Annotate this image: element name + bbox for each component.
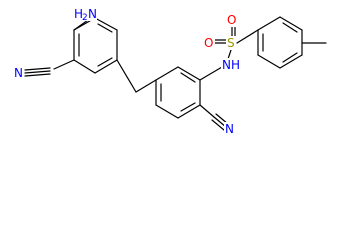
ring-a-bond bbox=[73, 59, 96, 74]
nitrile-left-triple bbox=[24, 70, 51, 74]
chemical-structure: H 2 N N N N H S O O bbox=[13, 6, 327, 136]
sulfonyl-s-label: S bbox=[227, 36, 235, 50]
sulfonamide-h-label: H bbox=[231, 58, 240, 72]
nitrile-group-left: N bbox=[13, 66, 24, 80]
ring-a-double bbox=[97, 57, 113, 67]
amine-bond bbox=[73, 19, 89, 31]
ring-c-bond bbox=[257, 16, 281, 31]
ring-b-bond bbox=[155, 66, 179, 81]
nitrile-left-n-label: N bbox=[14, 66, 23, 80]
ring-a-bond bbox=[94, 17, 118, 31]
ring-c-bond bbox=[257, 54, 281, 69]
nitrile-left-triple bbox=[24, 67, 51, 71]
ring-b-double bbox=[180, 102, 196, 112]
amine-subscript-label: 2 bbox=[82, 13, 88, 23]
ring-b-bond bbox=[155, 104, 179, 119]
nitrile-right-triple bbox=[211, 119, 225, 131]
amine-h-label: H bbox=[74, 7, 83, 21]
bond-lines bbox=[24, 16, 327, 131]
methylene-bond bbox=[116, 59, 137, 93]
ring-c-double bbox=[282, 22, 298, 33]
sulfonamide-nh: N H bbox=[221, 58, 242, 72]
nh-bond bbox=[199, 66, 223, 81]
ns-bond bbox=[227, 49, 232, 60]
ring-b-bond bbox=[177, 66, 201, 81]
ring-b-bond bbox=[177, 104, 201, 119]
ring-c-bond bbox=[279, 54, 303, 69]
methylene-bond bbox=[135, 79, 157, 93]
sulfonamide-n-label: N bbox=[222, 58, 231, 72]
nitrile-left-triple bbox=[24, 73, 51, 77]
ring-c-double bbox=[282, 52, 298, 63]
amine-group: H 2 N bbox=[73, 6, 97, 23]
ring-b-double bbox=[180, 72, 196, 83]
nitrile-right-n-label: N bbox=[225, 122, 234, 136]
sulfonyl-o1-label: O bbox=[204, 36, 213, 50]
amine-n-label: N bbox=[88, 7, 97, 21]
ring-a-bond bbox=[94, 59, 118, 74]
atom-labels: H 2 N N N N H S O O bbox=[13, 6, 242, 136]
sc-bond bbox=[236, 29, 259, 44]
sulfonyl-group: S O O bbox=[203, 13, 238, 50]
nitrile-left-bond bbox=[53, 59, 75, 70]
ring-c-bond bbox=[279, 16, 303, 31]
ring-a-double bbox=[97, 23, 113, 33]
sulfonyl-o2-label: O bbox=[227, 13, 236, 27]
nitrile-group-right: N bbox=[224, 122, 235, 136]
nitrile-right-bond bbox=[199, 104, 215, 118]
